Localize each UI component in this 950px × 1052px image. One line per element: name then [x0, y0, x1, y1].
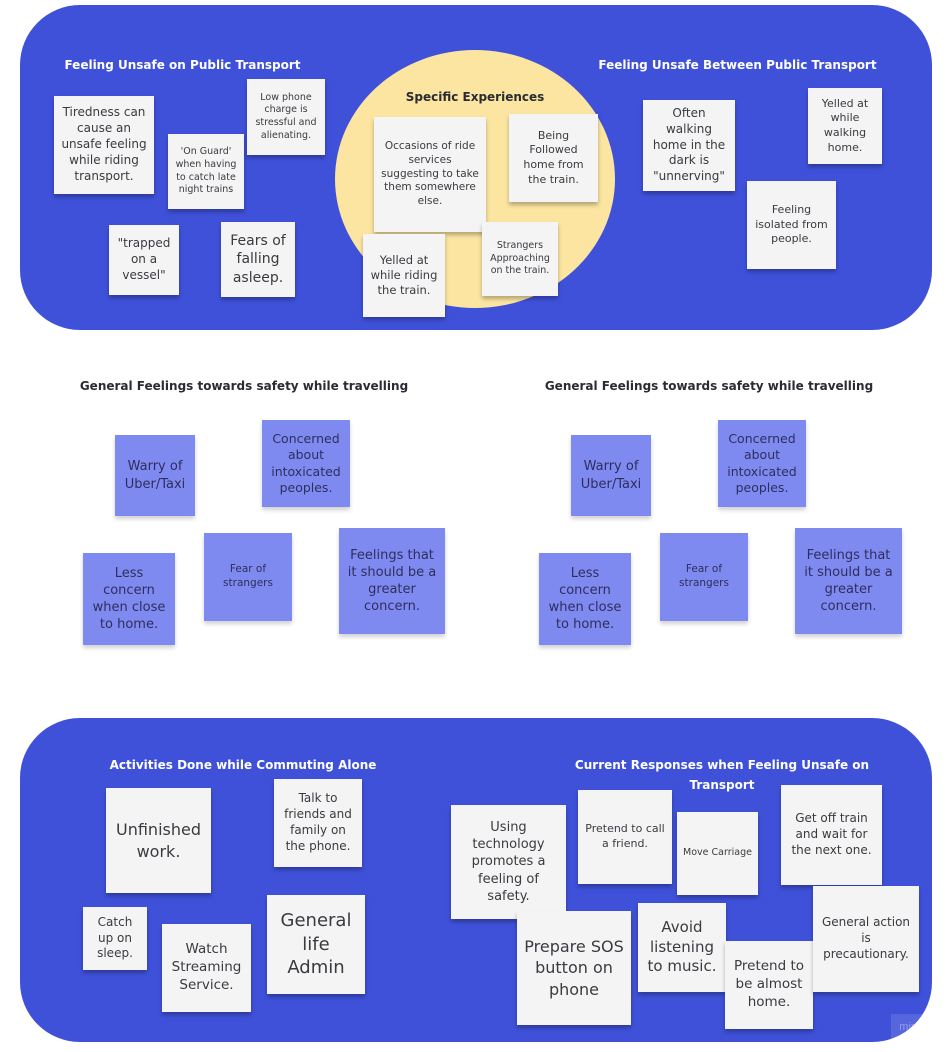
sticky-note[interactable]: Fear of strangers — [204, 533, 292, 621]
sticky-note[interactable]: Fear of strangers — [660, 533, 748, 621]
sticky-note[interactable]: Prepare SOS button on phone — [517, 911, 631, 1025]
sticky-note[interactable]: Fears of falling asleep. — [221, 222, 295, 297]
bottom-right-title: Current Responses when Feeling Unsafe on… — [574, 758, 870, 792]
sticky-note[interactable]: Watch Streaming Service. — [162, 924, 251, 1012]
sticky-note[interactable]: Warry of Uber/Taxi — [571, 435, 651, 516]
sticky-note[interactable]: Strangers Approaching on the train. — [482, 222, 558, 296]
sticky-note[interactable]: Warry of Uber/Taxi — [115, 435, 195, 516]
sticky-note[interactable]: Less concern when close to home. — [539, 553, 631, 645]
sticky-note[interactable]: Low phone charge is stressful and aliena… — [247, 79, 325, 155]
sticky-note[interactable]: Pretend to be almost home. — [725, 941, 813, 1029]
sticky-note[interactable]: Get off train and wait for the next one. — [781, 785, 882, 885]
sticky-note[interactable]: Yelled at while riding the train. — [363, 234, 445, 317]
sticky-note[interactable]: Move Carriage — [677, 812, 758, 895]
sticky-note[interactable]: Using technology promotes a feeling of s… — [451, 805, 566, 919]
sticky-note[interactable]: Tiredness can cause an unsafe feeling wh… — [54, 96, 154, 194]
sticky-note[interactable]: Less concern when close to home. — [83, 553, 175, 645]
sticky-note[interactable]: Occasions of ride services suggesting to… — [374, 117, 486, 232]
sticky-note[interactable]: Unfinished work. — [106, 788, 211, 893]
sticky-note[interactable]: Yelled at while walking home. — [808, 88, 882, 164]
sticky-note[interactable]: Feelings that it should be a greater con… — [795, 528, 902, 634]
sticky-note[interactable]: General life Admin — [267, 895, 365, 994]
sticky-note[interactable]: Feelings that it should be a greater con… — [339, 528, 445, 634]
sticky-note[interactable]: General action is precautionary. — [813, 886, 919, 992]
specific-experiences-title: Specific Experiences — [405, 90, 545, 104]
bottom-left-title: Activities Done while Commuting Alone — [109, 758, 377, 772]
sticky-note[interactable]: Concerned about intoxicated peoples. — [718, 420, 806, 507]
sticky-note[interactable]: Pretend to call a friend. — [578, 790, 672, 884]
middle-left-title: General Feelings towards safety while tr… — [79, 379, 409, 393]
sticky-note[interactable]: Being Followed home from the train. — [509, 114, 598, 202]
sticky-note[interactable]: 'On Guard' when having to catch late nig… — [168, 134, 244, 209]
sticky-note[interactable]: Talk to friends and family on the phone. — [274, 779, 362, 867]
top-left-title: Feeling Unsafe on Public Transport — [64, 58, 301, 72]
miro-watermark: miro — [891, 1014, 929, 1040]
sticky-note[interactable]: Often walking home in the dark is "unner… — [643, 100, 735, 191]
top-right-title: Feeling Unsafe Between Public Transport — [598, 58, 877, 72]
sticky-note[interactable]: Catch up on sleep. — [83, 907, 147, 970]
sticky-note[interactable]: Avoid listening to music. — [638, 903, 726, 992]
sticky-note[interactable]: "trapped on a vessel" — [109, 225, 179, 295]
sticky-note[interactable]: Feeling isolated from people. — [747, 181, 836, 269]
sticky-note[interactable]: Concerned about intoxicated peoples. — [262, 420, 350, 507]
middle-right-title: General Feelings towards safety while tr… — [544, 379, 874, 393]
